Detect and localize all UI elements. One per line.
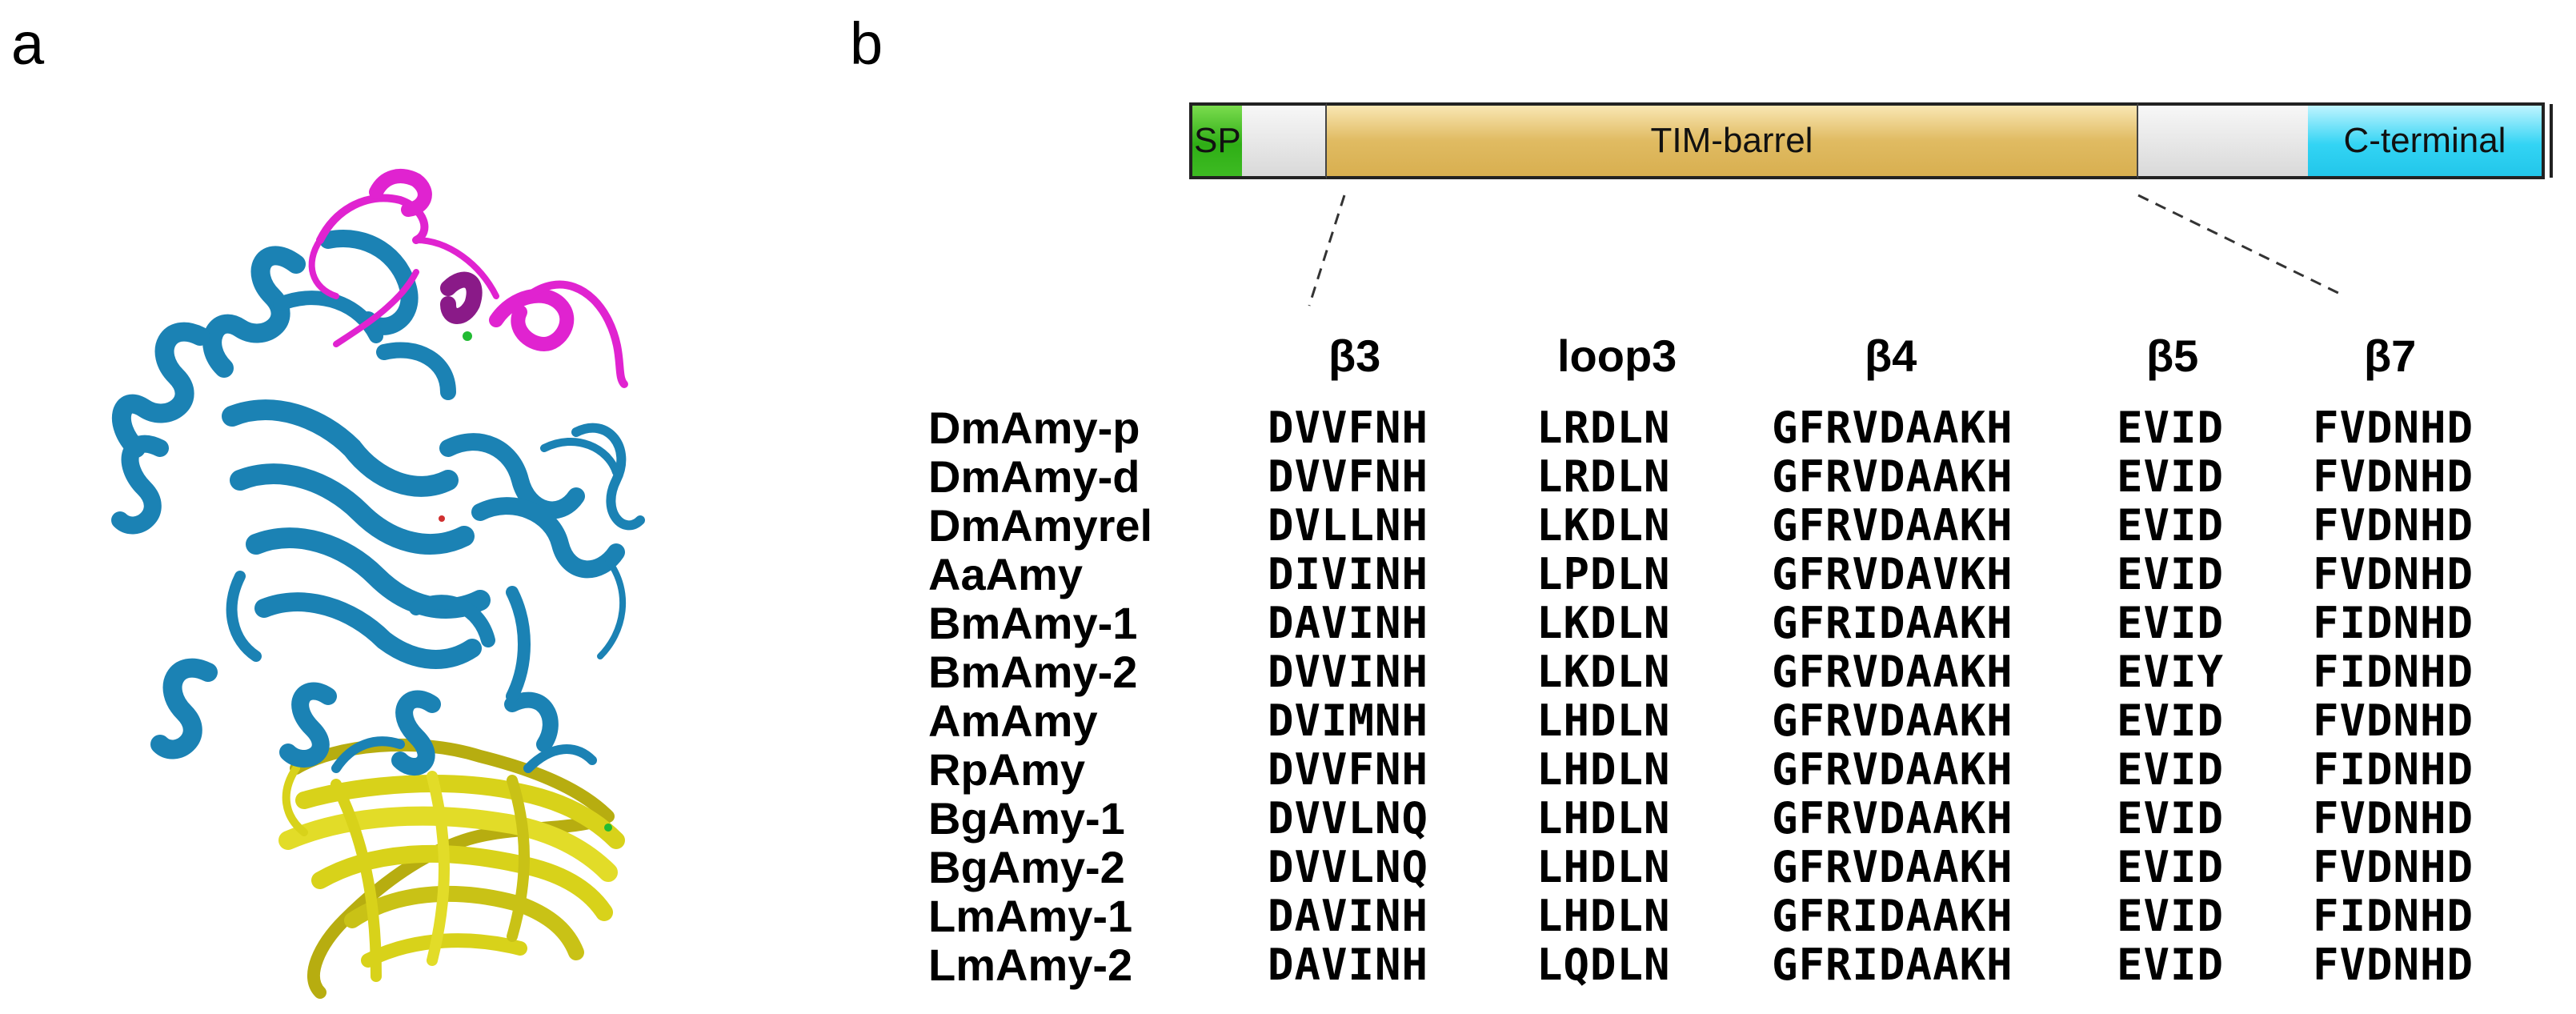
seq-beta5: EVID [2117, 500, 2225, 551]
seq-loop3: LHDLN [1536, 891, 1671, 941]
seq-beta3: DVVFNH [1268, 403, 1429, 453]
domain-segment-sp: SP [1189, 102, 1242, 179]
domain-segment-linker-1 [1242, 102, 1327, 179]
protein-structure-image [111, 169, 645, 999]
seq-loop3: LKDLN [1536, 647, 1671, 697]
seq-beta7: FIDNHD [2313, 647, 2474, 697]
domain-segment-linker-2 [2138, 102, 2308, 179]
seq-beta3: DVVLNQ [1268, 793, 1429, 844]
header-beta7: β7 [2364, 331, 2417, 381]
seq-beta3: DAVINH [1268, 891, 1429, 941]
zoom-line-right [2137, 194, 2346, 298]
seq-beta4: GFRVDAAKH [1772, 500, 2013, 551]
species-name: AmAmy [928, 695, 1098, 746]
seq-beta4: GFRIDAAKH [1772, 891, 2013, 941]
header-beta4: β4 [1865, 331, 1917, 381]
seq-beta4: GFRIDAAKH [1772, 940, 2013, 990]
seq-beta7: FVDNHD [2313, 451, 2474, 502]
seq-beta3: DVVFNH [1268, 744, 1429, 795]
seq-loop3: LRDLN [1536, 451, 1671, 502]
seq-loop3: LHDLN [1536, 744, 1671, 795]
species-name: BmAmy-2 [928, 647, 1138, 697]
seq-beta4: GFRVDAAKH [1772, 647, 2013, 697]
seq-beta5: EVID [2117, 598, 2225, 648]
seq-beta4: GFRVDAVKH [1772, 549, 2013, 599]
species-name: DmAmy-p [928, 403, 1140, 453]
header-beta3: β3 [1328, 331, 1381, 381]
seq-beta7: FVDNHD [2313, 940, 2474, 990]
seq-beta7: FVDNHD [2313, 793, 2474, 844]
seq-beta3: DVVINH [1268, 647, 1429, 697]
seq-loop3: LKDLN [1536, 500, 1671, 551]
seq-beta5: EVID [2117, 744, 2225, 795]
seq-beta5: EVID [2117, 451, 2225, 502]
seq-loop3: LRDLN [1536, 403, 1671, 453]
species-name: LmAmy-1 [928, 891, 1133, 941]
domain-label-sp: SP [1194, 121, 1241, 160]
seq-loop3: LHDLN [1536, 793, 1671, 844]
species-name: AaAmy [928, 549, 1083, 599]
seq-beta3: DAVINH [1268, 598, 1429, 648]
seq-beta5: EVID [2117, 549, 2225, 599]
seq-beta4: GFRVDAAKH [1772, 842, 2013, 892]
seq-beta3: DVVFNH [1268, 451, 1429, 502]
seq-beta3: DAVINH [1268, 940, 1429, 990]
seq-beta7: FIDNHD [2313, 891, 2474, 941]
seq-beta3: DVVLNQ [1268, 842, 1429, 892]
seq-loop3: LHDLN [1536, 695, 1671, 746]
seq-beta4: GFRVDAAKH [1772, 403, 2013, 453]
calcium-ion-marker [463, 331, 472, 341]
species-name: BgAmy-2 [928, 842, 1125, 892]
seq-beta4: GFRVDAAKH [1772, 451, 2013, 502]
seq-beta7: FVDNHD [2313, 842, 2474, 892]
species-name: LmAmy-2 [928, 940, 1133, 990]
seq-beta7: FVDNHD [2313, 403, 2474, 453]
panel-label-b: b [850, 10, 883, 77]
chloride-ion-marker [604, 824, 612, 832]
domain-label-tim-barrel: TIM-barrel [1650, 121, 1813, 160]
seq-beta3: DVIMNH [1268, 695, 1429, 746]
seq-beta5: EVID [2117, 842, 2225, 892]
seq-loop3: LHDLN [1536, 842, 1671, 892]
seq-beta4: GFRVDAAKH [1772, 793, 2013, 844]
seq-loop3: LKDLN [1536, 598, 1671, 648]
seq-beta3: DIVINH [1268, 549, 1429, 599]
seq-beta7: FVDNHD [2313, 549, 2474, 599]
seq-beta7: FVDNHD [2313, 500, 2474, 551]
domain-segment-c-terminal: C-terminal [2308, 102, 2545, 179]
seq-loop3: LQDLN [1536, 940, 1671, 990]
seq-beta5: EVID [2117, 940, 2225, 990]
species-name: BgAmy-1 [928, 793, 1125, 844]
seq-beta5: EVID [2117, 403, 2225, 453]
header-loop3: loop3 [1557, 331, 1677, 381]
panel-label-a: a [11, 10, 45, 77]
seq-beta4: GFRIDAAKH [1772, 598, 2013, 648]
n-domain-ribbon [111, 230, 645, 776]
species-name: RpAmy [928, 744, 1086, 795]
seq-beta5: EVIY [2117, 647, 2225, 697]
seq-beta3: DVLLNH [1268, 500, 1429, 551]
zoom-line-left [1308, 194, 1346, 307]
seq-beta7: FIDNHD [2313, 598, 2474, 648]
ligand-marker [439, 515, 445, 522]
seq-beta5: EVID [2117, 695, 2225, 746]
b-domain-ribbon [308, 169, 628, 388]
header-beta5: β5 [2146, 331, 2199, 381]
seq-beta5: EVID [2117, 891, 2225, 941]
seq-beta4: GFRVDAAKH [1772, 695, 2013, 746]
species-name: BmAmy-1 [928, 598, 1138, 648]
seq-loop3: LPDLN [1536, 549, 1671, 599]
seq-beta4: GFRVDAAKH [1772, 744, 2013, 795]
domain-segment-tim-barrel: TIM-barrel [1327, 102, 2138, 179]
seq-beta5: EVID [2117, 793, 2225, 844]
domain-label-c-terminal: C-terminal [2343, 121, 2506, 160]
species-name: DmAmy-d [928, 451, 1140, 502]
seq-beta7: FVDNHD [2313, 695, 2474, 746]
seq-beta7: FIDNHD [2313, 744, 2474, 795]
species-name: DmAmyrel [928, 500, 1153, 551]
